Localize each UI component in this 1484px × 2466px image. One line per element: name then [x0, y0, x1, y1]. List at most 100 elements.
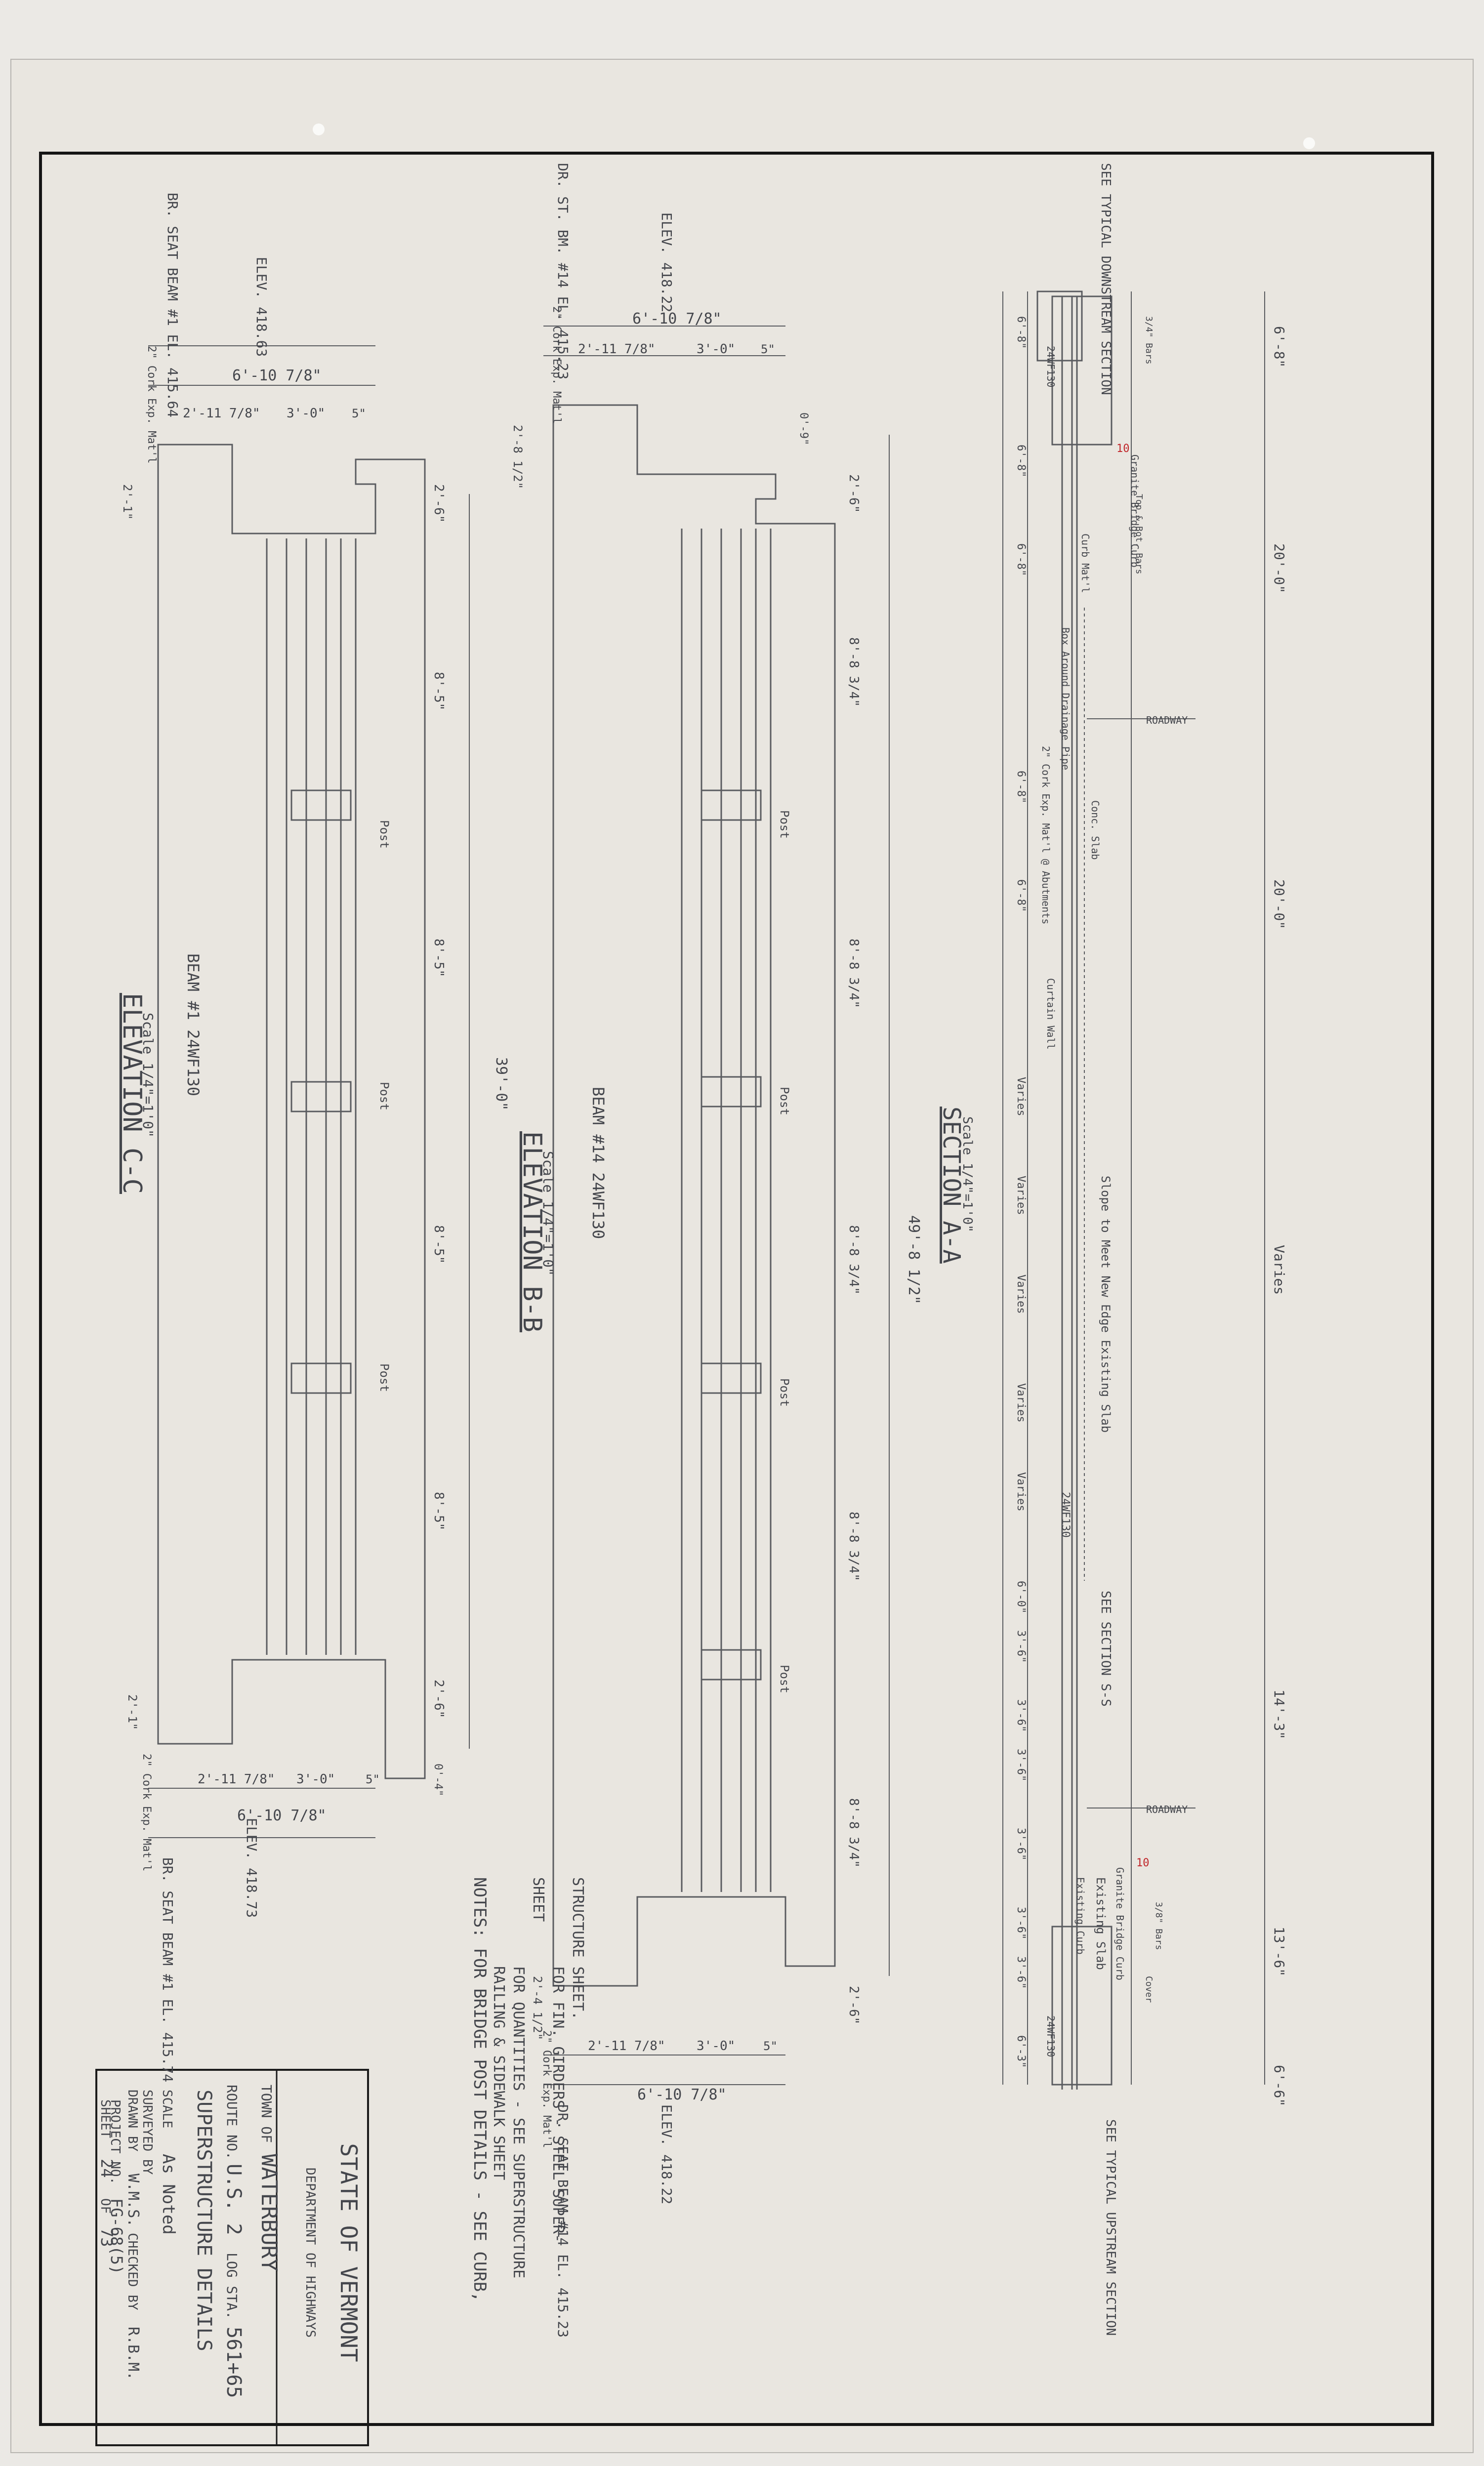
elev-cc-beam-group: BEAM #1 24WF130	[184, 953, 203, 1096]
elevation-cc-elev-top: ELEV. 418.63	[253, 257, 270, 357]
section-dim-r6: 13'-6"	[1271, 1927, 1287, 1976]
g: 8'-8 3/4"	[846, 1798, 861, 1868]
beam-spacing: 3'-6"	[1015, 1699, 1027, 1732]
elevation-cc-beam: BEAM #1 24WF130	[184, 953, 203, 1096]
elevation-bb-dim-c-top: 5"	[761, 342, 775, 356]
title-town-group: TOWN OF WATERBURY	[256, 2085, 282, 2271]
beam-spacing: 3'-6"	[1015, 1956, 1027, 1989]
elevation-cc-post: Post	[377, 820, 391, 849]
elevation-cc-dim-b-bottom: 3'-0"	[296, 1772, 335, 1787]
g: 3'-6"	[1015, 1699, 1027, 1732]
see-downstream: SEE TYPICAL DOWNSTREAM SECTION	[1098, 163, 1113, 395]
g: 8'-5"	[431, 1225, 446, 1264]
g: 6'-8"	[1015, 879, 1027, 912]
g: 0'-4"	[432, 1764, 444, 1796]
paper-sheet	[10, 59, 1474, 2453]
elevation-bb-post: Post	[778, 1087, 791, 1115]
beam-label: 24WF130	[1059, 1492, 1072, 1538]
elevation-cc-dim-s6: 2'-6"	[431, 1680, 446, 1718]
elev-bb-elev-bottom-group: ELEV. 418.22	[659, 2104, 675, 2204]
elevation-bb-dim-overall-bottom: 6'-10 7/8"	[637, 2086, 727, 2103]
elevation-cc-seat-top: BR. SEAT BEAM #1 EL. 415.64	[165, 193, 181, 417]
g: Cover	[1144, 1976, 1154, 2003]
elevation-cc-dim-total: 39'-0"	[493, 1057, 510, 1110]
beam-label: 24WF130	[1045, 2015, 1057, 2057]
g: 24WF130	[1045, 346, 1057, 387]
elevation-bb-cork-top: 2" Cork Exp. Mat'l	[550, 306, 563, 424]
post-block	[290, 1081, 352, 1112]
varies: Varies	[1015, 1077, 1027, 1116]
elevation-cc-dim-overall-bottom: 6'-10 7/8"	[237, 1807, 327, 1824]
elevation-cc-post: Post	[377, 1363, 391, 1392]
elev-cc-elev-top-group: ELEV. 418.63	[253, 257, 270, 357]
g: Box Around Drainage Pipe	[1060, 627, 1072, 770]
elevation-bb-seat-bottom: DR. SEAT BEAM #14 EL. 415.23	[555, 2104, 571, 2338]
g: 8'-8 3/4"	[846, 1225, 861, 1295]
g: 20'-0"	[1271, 879, 1287, 929]
beam-spacing: 6'-3"	[1015, 2035, 1027, 2068]
elevation-bb-post: Post	[778, 810, 791, 839]
g: Slope to Meet New Edge Existing Slab	[1099, 1176, 1113, 1433]
elevation-bb-dim-b-top: 3'-0"	[697, 342, 735, 357]
elevation-bb-post: Post	[778, 1378, 791, 1407]
g: 3/8" Bars	[1154, 1902, 1164, 1950]
curb-note: Curb Mat'l	[1079, 534, 1091, 593]
elevation-bb-dim-end-top: 2'-8 1/2"	[511, 425, 525, 489]
route-label: ROUTE NO.	[224, 2085, 240, 2160]
g: Varies	[1015, 1383, 1027, 1422]
bars-note: 3/4" Bars	[1144, 316, 1154, 365]
curb-note: Existing Slab	[1094, 1877, 1108, 1970]
elevation-cc-cork-bottom: 2" Cork Exp. Mat'l	[140, 1754, 153, 1871]
g: 2'-6"	[846, 1986, 861, 2024]
title-route-group: ROUTE NO. U.S. 2 LOG STA. 561+65	[222, 2085, 245, 2398]
curb-note: Box Around Drainage Pipe	[1060, 627, 1072, 770]
elevation-bb-elev-top: ELEV. 418.22	[659, 212, 675, 312]
scale-label: SCALE	[160, 2090, 174, 2128]
drawing-border	[39, 152, 1434, 2426]
curb-note: Existing Curb	[1074, 1877, 1086, 1955]
elevation-cc-seat-bottom: BR. SEAT BEAM #1 EL. 415.74	[160, 1857, 176, 2082]
note-line-1: NOTES: FOR BRIDGE POST DETAILS - SEE CUR…	[470, 1877, 490, 2302]
drawn-label: DRAWN BY	[125, 2090, 140, 2152]
g: 8'-8 3/4"	[846, 637, 861, 707]
elevation-cc-post: Post	[377, 1082, 391, 1110]
elevation-cc-dim-s2: 8'-5"	[431, 672, 446, 710]
post-block	[290, 789, 352, 821]
town-value: WATERBURY	[256, 2154, 282, 2271]
beam-outline	[157, 444, 426, 1779]
section-dim-r3: 20'-0"	[1271, 879, 1287, 929]
g: Top & Bot. Bars	[1134, 494, 1144, 575]
g: 3'-6"	[1015, 1956, 1027, 1989]
elevation-cc-title: ELEVATION C-C	[117, 993, 147, 1194]
g: 3'-6"	[1015, 1907, 1027, 1939]
curb-note: Granite Bridge Curb	[1129, 454, 1141, 568]
elevation-bb-cork-bottom: 2" Cork Exp. Mat'l	[540, 2030, 553, 2148]
note-line-6: STRUCTURE SHEET.	[569, 1877, 586, 2020]
beam-spacing: 6'-8"	[1015, 316, 1027, 349]
elevation-bb-dim-overall-top: 6'-10 7/8"	[632, 310, 722, 328]
post-block	[701, 1649, 762, 1681]
sheet-title: SUPERSTRUCTURE DETAILS	[193, 2090, 215, 2351]
revision-mark: 10	[1136, 1857, 1150, 1869]
title-sheet-title-group: SUPERSTRUCTURE DETAILS	[193, 2090, 215, 2351]
g: 3/4" Bars	[1144, 316, 1154, 365]
g: 13'-6"	[1271, 1927, 1287, 1976]
elevation-bb-dim-s6: 8'-8 3/4"	[846, 1798, 861, 1868]
title-state: STATE OF VERMONT	[335, 2143, 362, 2362]
elev-bb-seat-top-group: DR. ST. BM. #14 EL. 415.23	[555, 163, 571, 379]
g: 2'-6"	[846, 474, 861, 513]
scale-value: As Noted	[159, 2154, 178, 2235]
g: Post	[778, 1665, 791, 1693]
curb-block	[1036, 290, 1083, 362]
g: Post	[778, 810, 791, 839]
elev-bb-title-group: ELEVATION B-B Scale 1/4"=1'0"	[517, 1131, 556, 1332]
curb-note: Curtain Wall	[1045, 978, 1057, 1050]
town-label: TOWN OF	[258, 2085, 275, 2143]
elev-bb-seat-bottom-group: DR. SEAT BEAM #14 EL. 415.23	[555, 2104, 571, 2338]
elevation-cc-dim-s5: 8'-5"	[431, 1492, 446, 1530]
g: 24WF130	[1045, 2015, 1057, 2057]
g: Post	[377, 1363, 391, 1392]
curb-note: Granite Bridge Curb	[1114, 1867, 1126, 1980]
varies: Varies	[1015, 1274, 1027, 1314]
g: 3'-6"	[1015, 1749, 1027, 1781]
